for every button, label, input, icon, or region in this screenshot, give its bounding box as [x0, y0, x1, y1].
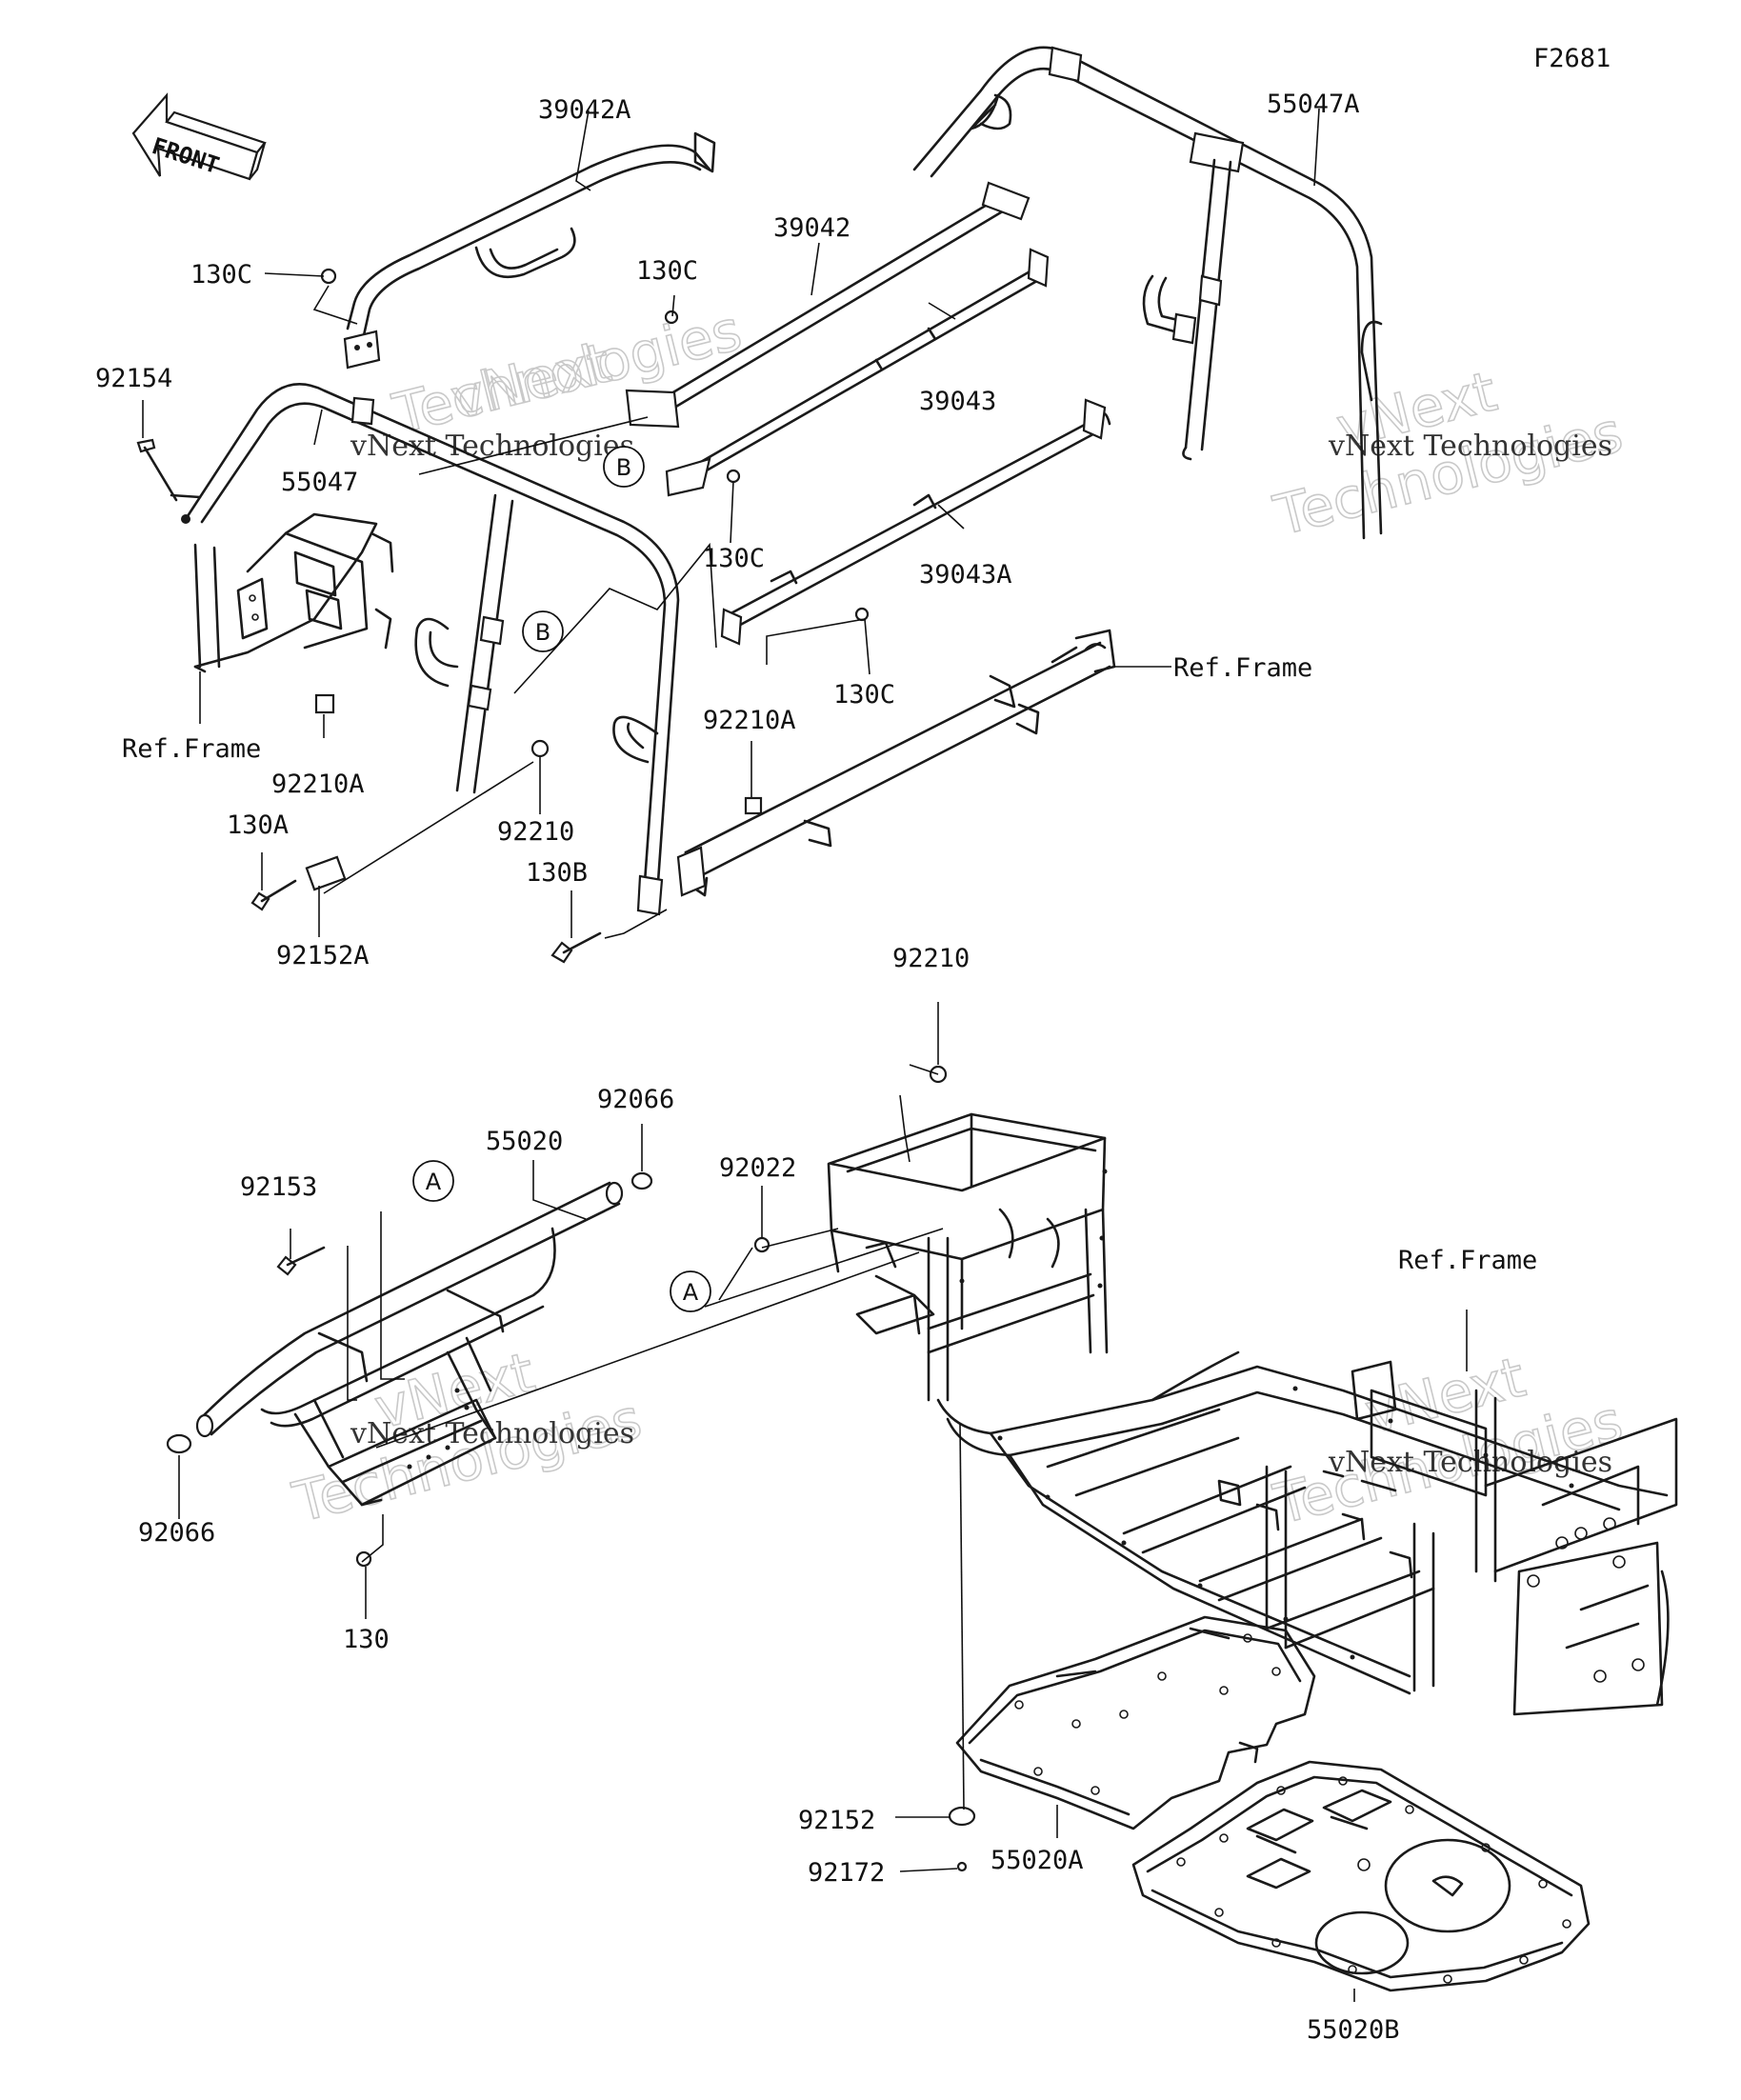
- part-label-92152: 92152: [798, 1806, 875, 1835]
- nut-130C-a: [320, 268, 337, 285]
- screw-92172: [956, 1861, 968, 1872]
- callout-a-2: A: [670, 1270, 711, 1312]
- part-label-55020: 55020: [486, 1127, 563, 1156]
- callout-b-text: B: [535, 619, 550, 646]
- front-arrow-icon: FRONT: [131, 92, 267, 181]
- grommet-92066-a: [630, 1171, 653, 1190]
- part-label-92210A-left: 92210A: [271, 770, 365, 799]
- part-label-39043: 39043: [919, 387, 996, 416]
- frame-beam-lower: [676, 629, 1116, 897]
- nut-92210A-a: [314, 693, 335, 714]
- main-frame: [827, 1112, 1678, 1716]
- part-label-55020A: 55020A: [991, 1846, 1084, 1875]
- callout-b-1: B: [603, 446, 645, 488]
- callout-b-text: B: [616, 454, 631, 481]
- ref-frame-label-right: Ref.Frame: [1173, 653, 1312, 683]
- part-label-55047A: 55047A: [1267, 90, 1360, 119]
- part-label-130: 130: [343, 1625, 390, 1654]
- ref-frame-label-left: Ref.Frame: [122, 734, 261, 764]
- bolt-130B: [550, 941, 573, 964]
- part-label-92066-top: 92066: [597, 1085, 674, 1114]
- watermark-group: Technologies vNext vNext Technologies Te…: [286, 297, 1630, 1538]
- grommet-92152: [948, 1806, 976, 1827]
- bolt-92154: [136, 438, 156, 453]
- nut-130C-c: [726, 469, 741, 484]
- frame-bracket-upper: [193, 512, 394, 673]
- part-label-130B: 130B: [526, 858, 588, 888]
- rollbar-55047A: [912, 46, 1383, 540]
- hardware-bottom: [166, 1065, 976, 1872]
- hardware-top: [136, 268, 870, 964]
- ref-frame-label-bottom: Ref.Frame: [1398, 1246, 1537, 1275]
- skid-plate-55020B: [1131, 1760, 1591, 1992]
- part-label-92210A-right: 92210A: [703, 706, 796, 735]
- bolt-130A: [250, 891, 270, 911]
- part-label-130C-d: 130C: [833, 680, 895, 710]
- labels-bottom: 92210 92066 55020 92022 92153 Ref.Frame …: [138, 944, 1537, 2045]
- watermark-text: vNext Technologies: [1328, 430, 1612, 463]
- collar-92152A: [305, 855, 347, 891]
- part-label-92154: 92154: [95, 364, 172, 393]
- part-label-92022: 92022: [719, 1153, 796, 1183]
- nut-130C-b: [664, 310, 679, 325]
- skid-plate-55020A: [955, 1615, 1316, 1830]
- labels-top: 39042A 55047A 39042 130C 130C 92154 3904…: [95, 90, 1360, 970]
- nut-92210: [530, 739, 550, 758]
- leaders-bottom: [178, 1002, 1468, 2002]
- part-label-55020B: 55020B: [1307, 2015, 1400, 2045]
- part-label-39042: 39042: [773, 213, 850, 243]
- callout-b-2: B: [522, 610, 564, 652]
- part-label-92152A: 92152A: [276, 941, 370, 970]
- part-label-39043A: 39043A: [919, 560, 1012, 590]
- grommet-92066-b: [166, 1433, 192, 1454]
- part-label-130A: 130A: [227, 810, 289, 840]
- watermark-text: vNext Technologies: [1328, 1446, 1612, 1479]
- part-label-92210-bottom: 92210: [892, 944, 970, 973]
- part-label-39042A: 39042A: [538, 95, 631, 125]
- bar-39043: [665, 248, 1050, 497]
- bolt-92153: [276, 1255, 297, 1276]
- rollbar-55047: [170, 383, 680, 916]
- part-label-92172: 92172: [808, 1858, 885, 1888]
- part-label-92066-bottom: 92066: [138, 1518, 215, 1548]
- part-label-92210-top: 92210: [497, 817, 574, 847]
- bar-39043A: [720, 398, 1111, 646]
- leaders-top: [142, 108, 1320, 939]
- part-label-130C-a: 130C: [190, 260, 252, 290]
- watermark-text: vNext Technologies: [350, 430, 634, 463]
- nut-130C-d: [854, 607, 870, 622]
- callout-a-1: A: [412, 1160, 454, 1202]
- washer-92022: [753, 1236, 770, 1253]
- part-label-130C-c: 130C: [703, 544, 765, 573]
- bumper-55020: [195, 1181, 624, 1507]
- figure-code: F2681: [1533, 44, 1611, 73]
- watermark-big-vnext: vNext: [445, 330, 617, 432]
- nut-130-bottom: [355, 1550, 372, 1568]
- callout-a-text: A: [426, 1169, 442, 1195]
- part-label-55047: 55047: [281, 468, 358, 497]
- part-label-92153: 92153: [240, 1172, 317, 1202]
- rail-39042A: [343, 131, 716, 370]
- callout-a-text: A: [683, 1279, 699, 1306]
- part-label-130C-b: 130C: [636, 256, 698, 286]
- bar-39042: [625, 181, 1031, 429]
- nut-92210A-b: [744, 796, 763, 815]
